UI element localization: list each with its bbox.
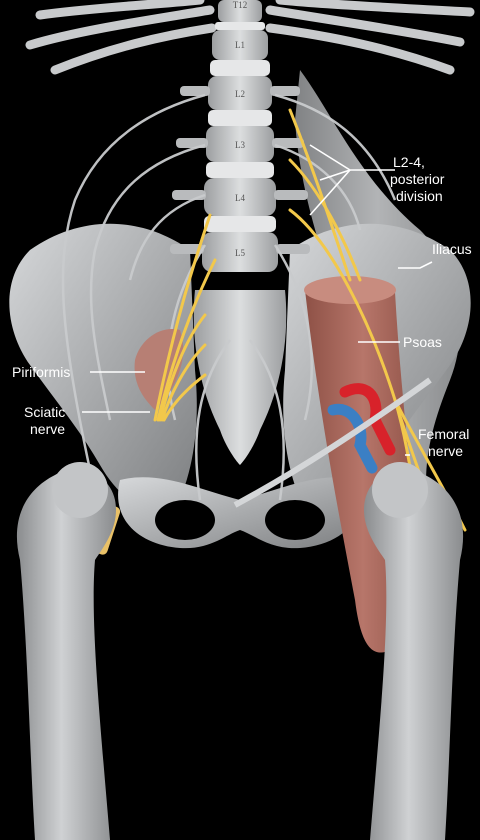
annotation-labels: L2-4, posterior division Iliacus Psoas P… (12, 154, 472, 459)
leader-l2-4-c (309, 169, 351, 216)
right-femur (364, 469, 464, 840)
leader-l2-4-b (319, 169, 351, 181)
vertebra-label-l1: L1 (235, 40, 245, 50)
vertebral-column (170, 0, 310, 272)
pubic-symphysis (118, 477, 362, 549)
vertebra-labels: T12 L1 L2 L3 L4 L5 (233, 0, 248, 258)
left-femoral-head (52, 462, 108, 518)
femoral-vein (327, 403, 378, 474)
vertebra-label-t12: T12 (233, 0, 248, 10)
left-obturator-foramen (155, 500, 215, 540)
label-femoral-line1: Femoral (418, 426, 469, 442)
label-femoral-line2: nerve (428, 443, 463, 459)
label-piriformis: Piriformis (12, 364, 70, 380)
inguinal-ligament (233, 377, 432, 508)
left-ilium (9, 223, 197, 513)
label-iliacus: Iliacus (432, 241, 472, 257)
vertebra-label-l2: L2 (235, 89, 245, 99)
ribs (25, 0, 475, 75)
label-psoas: Psoas (403, 334, 442, 350)
left-femur (16, 469, 116, 840)
label-sciatic-line1: Sciatic (24, 404, 65, 420)
leader-lines (82, 144, 433, 456)
vertebra-label-l5: L5 (235, 248, 245, 258)
label-l2-4-line3: division (396, 188, 443, 204)
leader-iliacus (398, 261, 433, 269)
vertebra-label-l3: L3 (235, 140, 245, 150)
label-l2-4-line2: posterior (390, 171, 445, 187)
sacrum (193, 290, 287, 465)
label-sciatic-line2: nerve (30, 421, 65, 437)
label-l2-4-line1: L2-4, (393, 154, 425, 170)
vertebra-label-l4: L4 (235, 193, 245, 203)
sacral-plexus-nerves (153, 213, 217, 422)
right-obturator-foramen (265, 500, 325, 540)
right-femoral-head (372, 462, 428, 518)
